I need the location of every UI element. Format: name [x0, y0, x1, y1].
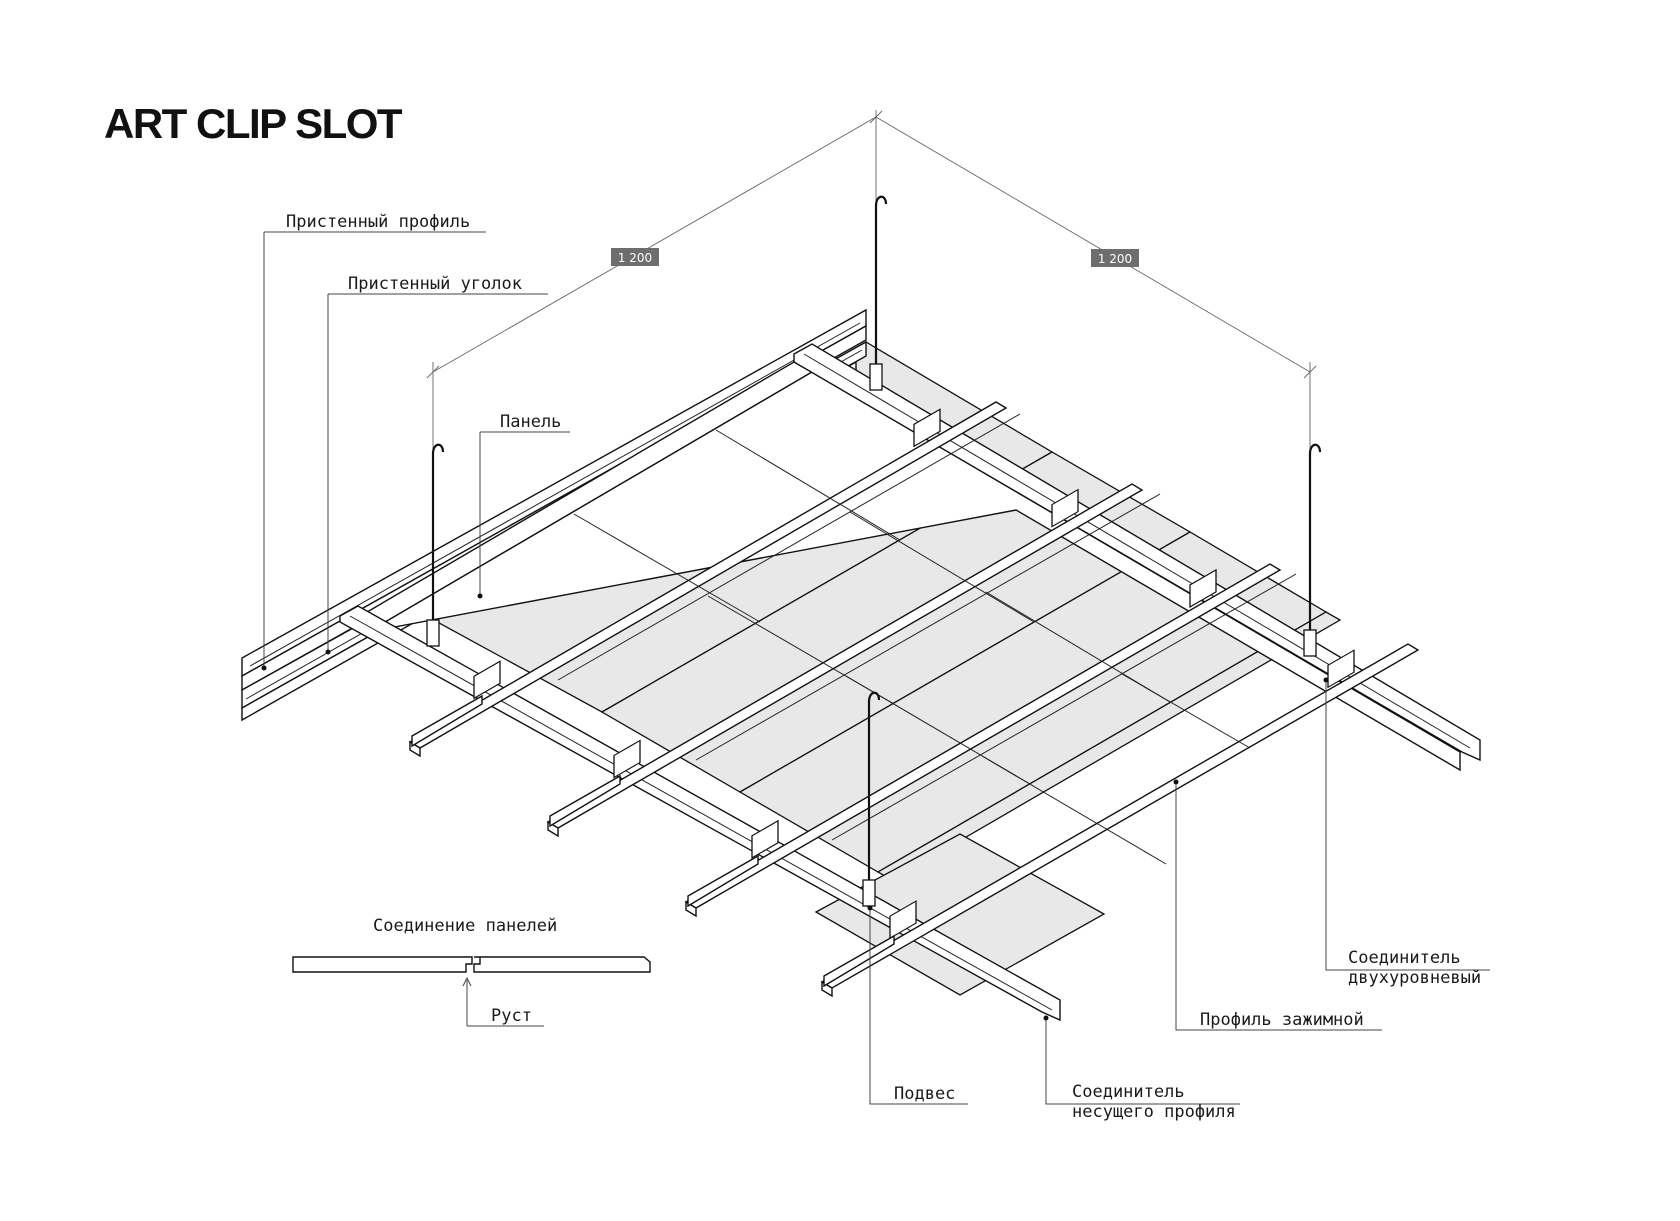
- labels: Пристенный профиль Пристенный уголок Пан…: [286, 212, 1481, 1122]
- dimension-tag-right: 1 200: [1091, 249, 1139, 267]
- label-wall-profile: Пристенный профиль: [286, 212, 470, 232]
- label-panel-joint: Соединение панелей: [373, 916, 557, 936]
- panel-joint-detail: [292, 956, 651, 1027]
- hanger-left: [426, 443, 445, 647]
- label-carrier-connector-1: Соединитель: [1072, 1082, 1185, 1102]
- clamp-profiles: [408, 401, 1420, 998]
- svg-text:1 200: 1 200: [1098, 252, 1132, 266]
- label-two-level-connector-1: Соединитель: [1348, 948, 1461, 968]
- carrier-end-stubs: [411, 694, 895, 988]
- hanger-back: [869, 195, 888, 391]
- label-rust: Руст: [491, 1006, 532, 1026]
- label-wall-angle: Пристенный уголок: [348, 274, 522, 294]
- label-carrier-connector-2: несущего профиля: [1072, 1102, 1236, 1122]
- svg-text:1 200: 1 200: [618, 251, 652, 265]
- label-clamp-profile: Профиль зажимной: [1200, 1010, 1364, 1030]
- hangers: [426, 195, 1322, 907]
- panel-seams: [557, 413, 1297, 865]
- label-hanger: Подвес: [894, 1084, 955, 1104]
- dimension-tag-left: 1 200: [611, 248, 659, 266]
- label-two-level-connector-2: двухуровневый: [1348, 968, 1481, 988]
- carrier-connectors: [473, 408, 1355, 940]
- diagram-title: ART CLIP SLOT: [104, 100, 403, 147]
- hanger-right: [1303, 443, 1322, 657]
- label-panel: Панель: [500, 412, 561, 432]
- leader-lines: [261, 231, 1490, 1105]
